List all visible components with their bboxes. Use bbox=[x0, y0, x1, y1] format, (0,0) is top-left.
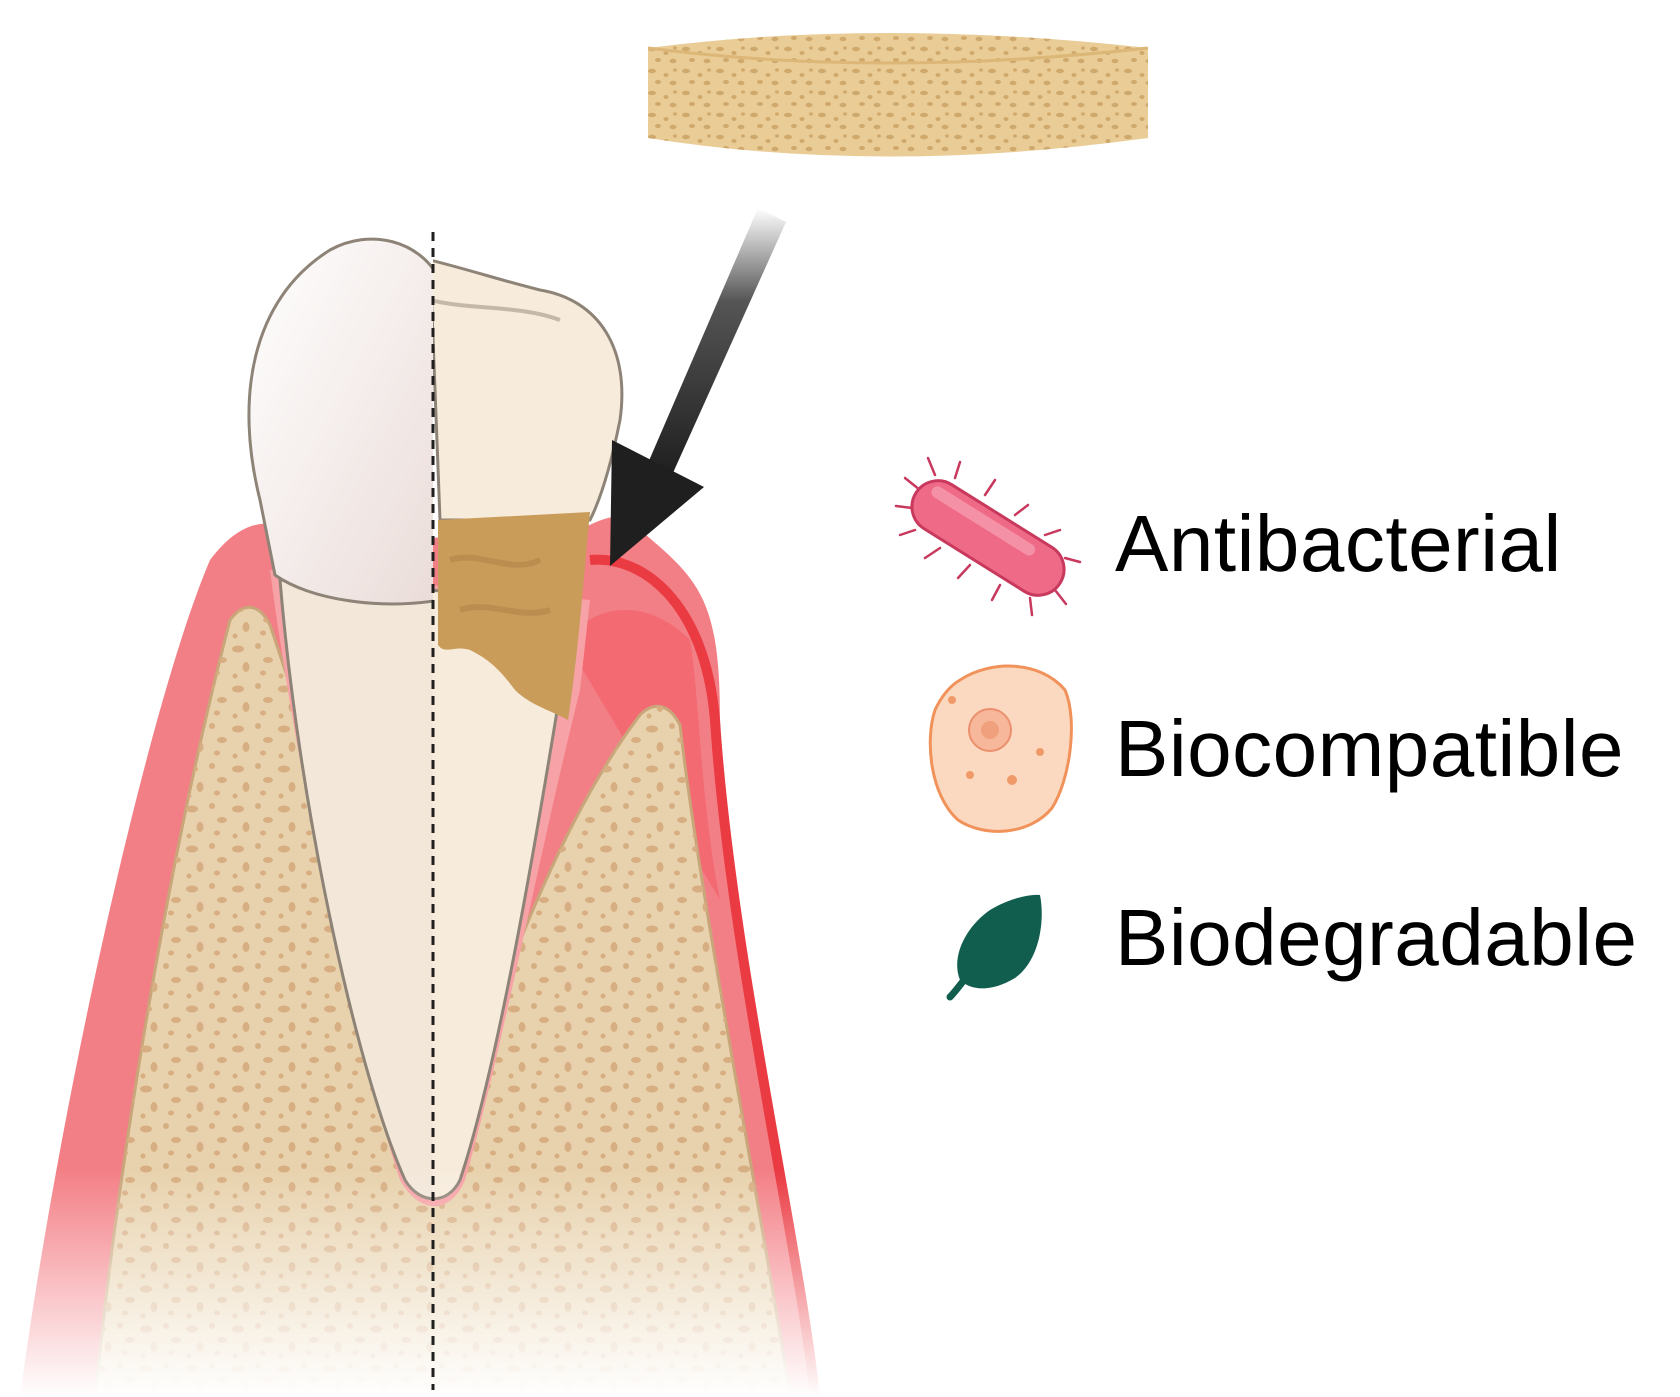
legend-label-biodegradable: Biodegradable bbox=[1115, 893, 1638, 982]
tooth-diseased-half bbox=[433, 259, 624, 1201]
tooth-healthy-half bbox=[247, 237, 433, 1201]
leaf-icon bbox=[946, 894, 1042, 1001]
calculus-deposit bbox=[438, 512, 590, 720]
cell-icon bbox=[928, 664, 1073, 833]
insertion-arrow bbox=[610, 208, 786, 566]
legend-label-biocompatible: Biocompatible bbox=[1115, 704, 1624, 793]
bottom-fade bbox=[0, 1170, 900, 1397]
bacterium-icon bbox=[894, 456, 1082, 617]
scaffold-sponge bbox=[647, 33, 1149, 157]
legend-label-antibacterial: Antibacterial bbox=[1115, 499, 1562, 588]
